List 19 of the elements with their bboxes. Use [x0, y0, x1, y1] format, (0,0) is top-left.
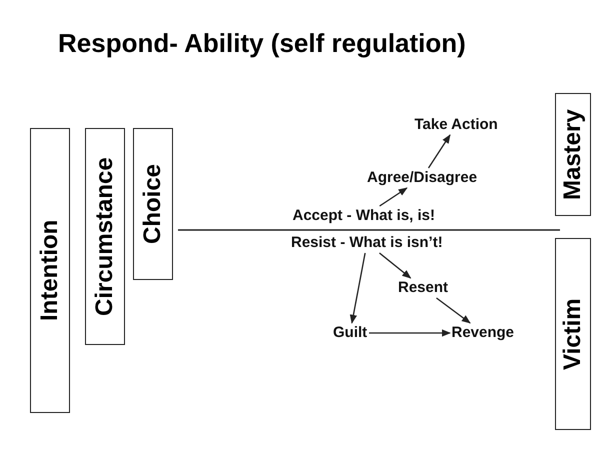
- node-label: Resent: [398, 279, 448, 297]
- title: Respond- Ability (self regulation): [58, 28, 466, 59]
- label-box: Mastery: [555, 93, 591, 216]
- arrow: [369, 329, 451, 337]
- label-box: Intention: [30, 128, 70, 413]
- node-label: Accept - What is, is!: [292, 207, 436, 225]
- label-box: Circumstance: [85, 128, 125, 345]
- node-label: Take Action: [414, 116, 498, 134]
- node-label: Agree/Disagree: [367, 169, 478, 187]
- node-label: Revenge: [452, 324, 514, 342]
- arrow: [379, 187, 408, 207]
- arrow: [350, 252, 366, 324]
- arrow: [379, 252, 412, 279]
- arrow: [428, 134, 451, 168]
- label-box: Victim: [555, 238, 591, 430]
- arrow: [436, 297, 471, 324]
- node-label: Guilt: [333, 324, 368, 342]
- label-box: Choice: [133, 128, 173, 280]
- node-label: Resist - What is isn’t!: [291, 234, 443, 252]
